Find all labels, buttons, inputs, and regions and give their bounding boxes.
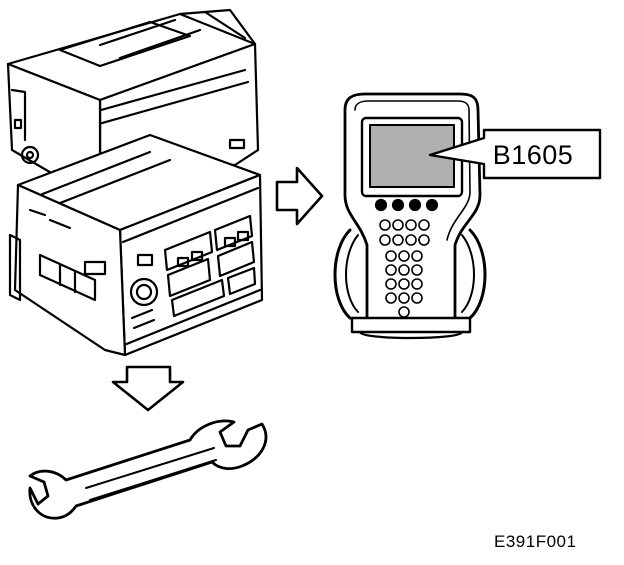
diagnostic-scan-tool-icon [333, 92, 487, 340]
arrow-down-icon [111, 365, 185, 412]
wrench-icon [28, 419, 268, 520]
figure-id-label: E391F001 [494, 532, 577, 551]
radio-unit-icon [6, 8, 264, 357]
arrow-right-icon [275, 166, 324, 226]
callout-box [428, 128, 602, 180]
dtc-code-label: B1605 [492, 139, 574, 170]
